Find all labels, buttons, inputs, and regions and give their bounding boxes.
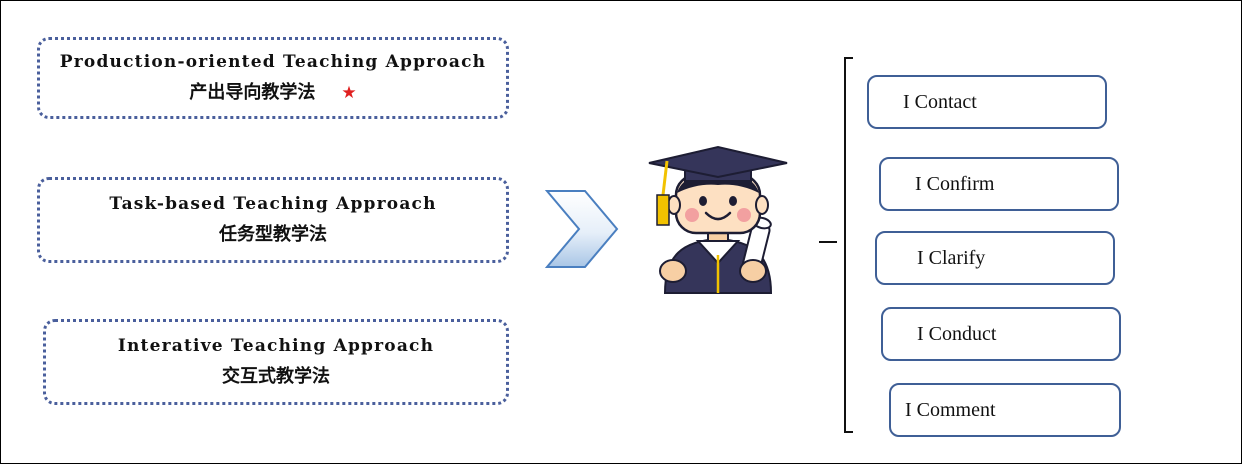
approach-card-task-based: Task-based Teaching Approach 任务型教学法 [37, 177, 509, 263]
graduate-student-icon [648, 145, 788, 294]
approach-card-production-oriented: Production-oriented Teaching Approach 产出… [37, 37, 509, 119]
approach-title-en: Production-oriented Teaching Approach [59, 52, 487, 72]
step-box-conduct: I Conduct [881, 307, 1121, 361]
step-box-confirm: I Confirm [879, 157, 1119, 211]
chevron-right-icon [544, 190, 619, 268]
left-brace-icon [819, 57, 853, 433]
approach-title-zh: 任务型教学法 [219, 224, 327, 245]
step-box-comment: I Comment [889, 383, 1121, 437]
step-box-contact: I Contact [867, 75, 1107, 129]
star-icon: ★ [341, 83, 357, 103]
approach-title-en: Interative Teaching Approach [117, 336, 435, 356]
approach-card-interactive: Interative Teaching Approach 交互式教学法 [43, 319, 509, 405]
approach-title-zh: 交互式教学法 [222, 366, 330, 387]
step-box-clarify: I Clarify [875, 231, 1115, 285]
approach-title-zh-text: 产出导向教学法 [189, 82, 316, 103]
approach-title-en: Task-based Teaching Approach [109, 194, 437, 214]
approach-title-zh: 产出导向教学法 ★ [189, 78, 356, 104]
